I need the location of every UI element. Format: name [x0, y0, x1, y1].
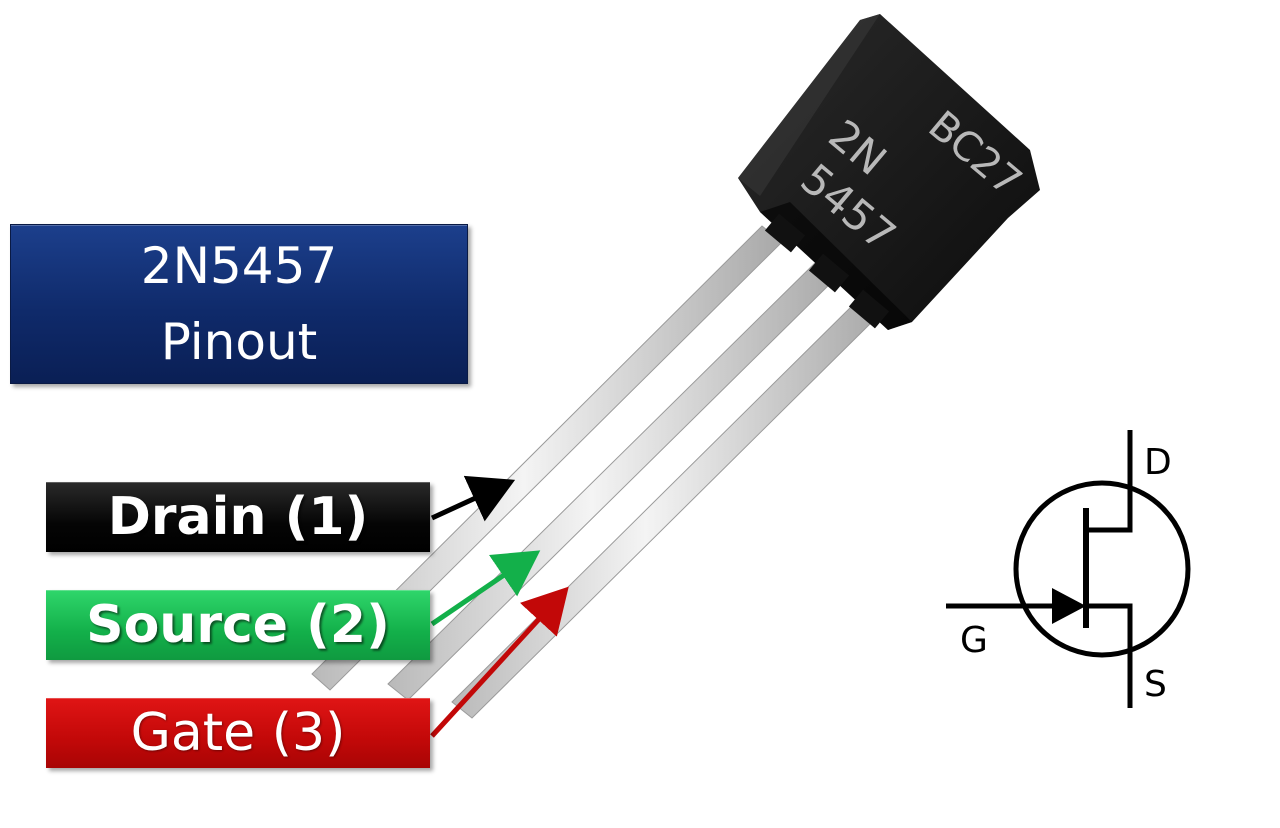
gate-arrowhead — [1052, 588, 1086, 624]
drain-arrow — [430, 475, 516, 522]
title-line-2: Pinout — [160, 313, 318, 371]
lead-gate — [451, 295, 883, 719]
gate-arrow — [430, 586, 569, 738]
symbol-drain-letter: D — [1144, 442, 1172, 483]
transistor-body: BC27 2N 5457 — [738, 14, 1040, 330]
title-box: 2N5457 Pinout — [10, 224, 468, 384]
jfet-symbol: D S G — [946, 430, 1191, 708]
gate-pin-label: Gate (3) — [46, 698, 430, 768]
gate-pin-text: Gate (3) — [130, 703, 346, 763]
title-line-1: 2N5457 — [140, 237, 338, 295]
symbol-source-letter: S — [1144, 664, 1167, 705]
source-pin-text: Source (2) — [86, 595, 390, 655]
jfet-symbol-circle — [1013, 480, 1191, 658]
symbol-gate-letter: G — [960, 620, 988, 661]
source-pin-label: Source (2) — [46, 590, 430, 660]
drain-pin-label: Drain (1) — [46, 482, 430, 552]
drain-pin-text: Drain (1) — [107, 487, 369, 547]
source-arrow — [430, 550, 541, 627]
